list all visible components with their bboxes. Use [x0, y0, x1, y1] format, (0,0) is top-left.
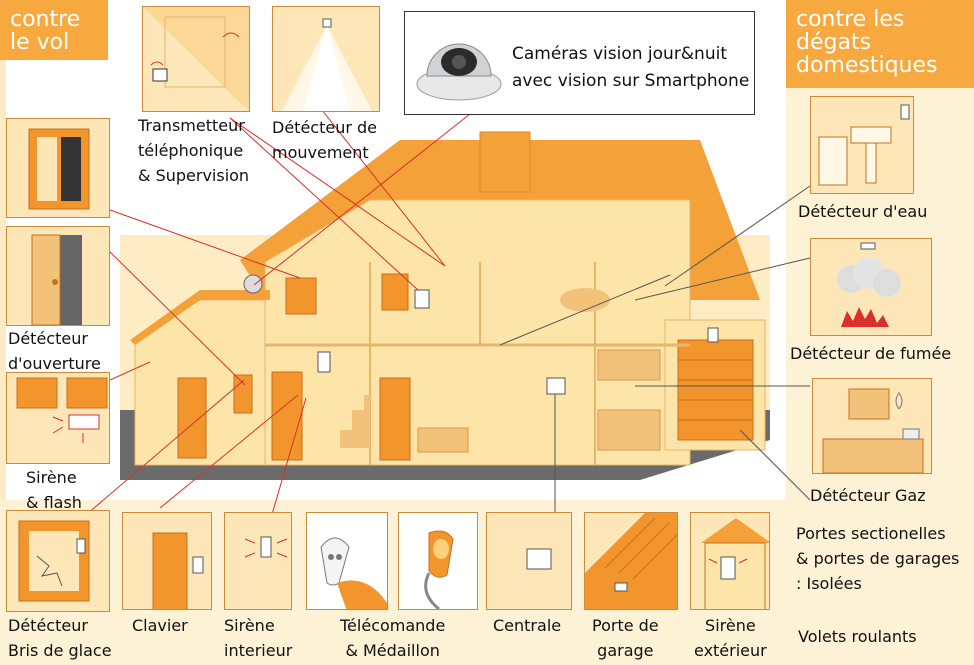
label-opening: Détécteur d'ouverture: [8, 329, 101, 373]
label-sectional: Portes sectionelles & portes de garages …: [796, 524, 960, 593]
panel-smoke: [810, 238, 932, 336]
dome-camera-icon: [416, 43, 502, 101]
label-transmitter: Transmetteur téléphonique & Supervision: [138, 116, 250, 185]
panel-transmitter: [142, 6, 250, 112]
left-strip: [0, 60, 6, 665]
label-central: Centrale: [493, 616, 562, 635]
panel-outdoor-siren: [690, 512, 770, 610]
panel-indoor-siren: [224, 512, 292, 610]
panel-keypad: [122, 512, 212, 610]
label-water: Détécteur d'eau: [798, 202, 928, 221]
label-indoor-siren: Sirène interieur: [224, 616, 293, 660]
panel-window-opening: [6, 118, 110, 218]
label-smoke: Détécteur de fumée: [790, 344, 952, 363]
panel-water: [810, 96, 914, 194]
panel-glass-break: [6, 510, 110, 612]
label-remote: Télécomande & Médaillon: [340, 616, 446, 660]
panel-remote: [306, 512, 388, 610]
panel-garage-door: [584, 512, 678, 610]
label-motion: Détécteur de mouvement: [272, 118, 377, 162]
camera-label: Caméras vision jour&nuit avec vision sur…: [512, 44, 750, 91]
label-outdoor-siren: Sirène extérieur: [694, 616, 767, 660]
camera-callout: [404, 11, 755, 115]
label-shutters: Volets roulants: [798, 627, 917, 646]
panel-siren-flash: [6, 372, 110, 464]
header-degats-domestiques: contre les dégats domestiques: [786, 0, 974, 88]
label-siren-flash: Sirène & flash: [26, 468, 82, 512]
panel-medallion: [398, 512, 478, 610]
panel-central: [486, 512, 572, 610]
panel-door-opening: [6, 226, 110, 326]
panel-gas: [812, 378, 932, 474]
label-gas: Détécteur Gaz: [810, 486, 926, 505]
label-glass: Détécteur Bris de glace: [8, 616, 112, 660]
label-garage-door: Porte de garage: [592, 616, 659, 660]
header-contre-le-vol: contre le vol: [0, 0, 108, 60]
label-keypad: Clavier: [132, 616, 188, 635]
panel-motion: [272, 6, 380, 112]
